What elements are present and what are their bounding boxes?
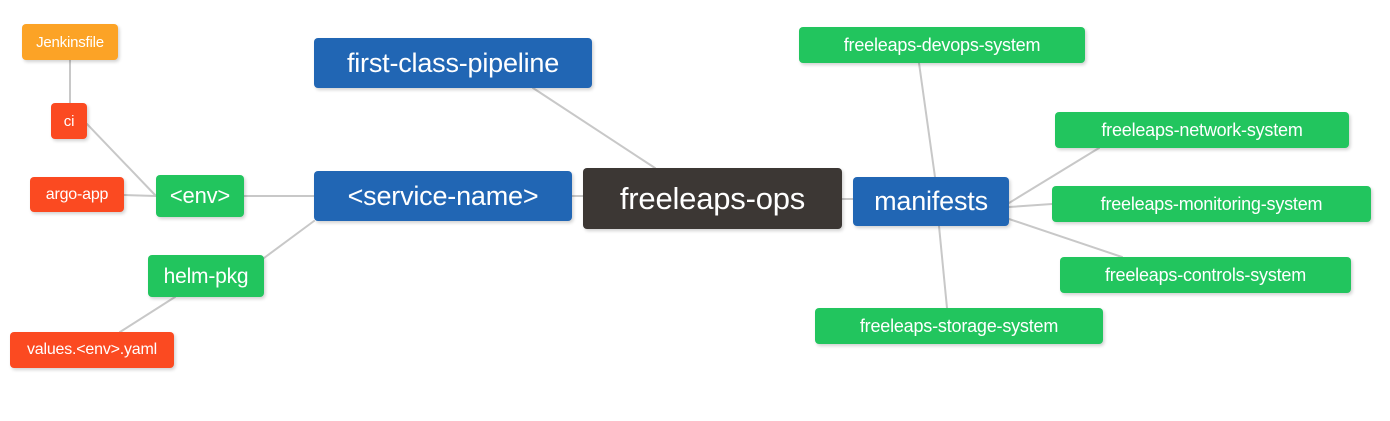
- node-label-devops-system: freeleaps-devops-system: [843, 35, 1041, 55]
- node-label-helm-pkg: helm-pkg: [163, 264, 249, 288]
- node-env[interactable]: <env>: [156, 175, 244, 217]
- node-label-storage-system: freeleaps-storage-system: [859, 316, 1059, 336]
- node-first-class-pipeline[interactable]: first-class-pipeline: [314, 38, 592, 88]
- node-label-values-yaml: values.<env>.yaml: [26, 341, 157, 358]
- edge-argoapp-env: [123, 194, 157, 197]
- node-freeleaps-ops[interactable]: freeleaps-ops: [583, 168, 842, 229]
- node-jenkinsfile[interactable]: Jenkinsfile: [22, 24, 118, 60]
- node-monitoring-system[interactable]: freeleaps-monitoring-system: [1052, 186, 1371, 222]
- edge-helmpkg-valuesyaml: [119, 296, 176, 333]
- edge-manifests-devops: [918, 62, 936, 178]
- node-ci[interactable]: ci: [51, 103, 87, 139]
- node-label-controls-system: freeleaps-controls-system: [1104, 265, 1307, 285]
- edge-manifests-monitoring: [1008, 203, 1053, 208]
- node-label-ci: ci: [63, 112, 75, 130]
- node-label-service-name: <service-name>: [347, 180, 539, 211]
- node-helm-pkg[interactable]: helm-pkg: [148, 255, 264, 297]
- edge-manifests-storage: [938, 225, 948, 309]
- node-service-name[interactable]: <service-name>: [314, 171, 572, 221]
- node-argo-app[interactable]: argo-app: [30, 177, 124, 212]
- node-label-argo-app: argo-app: [45, 185, 109, 203]
- node-label-freeleaps-ops: freeleaps-ops: [619, 181, 806, 216]
- node-values-yaml[interactable]: values.<env>.yaml: [10, 332, 174, 368]
- node-label-manifests: manifests: [874, 186, 988, 216]
- node-storage-system[interactable]: freeleaps-storage-system: [815, 308, 1103, 344]
- edge-pipeline-ops: [532, 87, 656, 169]
- node-label-first-class-pipeline: first-class-pipeline: [346, 47, 560, 78]
- node-label-network-system: freeleaps-network-system: [1101, 120, 1303, 140]
- edge-servicename-helmpkg: [263, 220, 315, 259]
- node-label-env: <env>: [169, 183, 231, 208]
- node-devops-system[interactable]: freeleaps-devops-system: [799, 27, 1085, 63]
- node-network-system[interactable]: freeleaps-network-system: [1055, 112, 1349, 148]
- node-manifests[interactable]: manifests: [853, 177, 1009, 226]
- edge-manifests-controls: [1008, 218, 1123, 258]
- node-label-jenkinsfile: Jenkinsfile: [36, 33, 104, 51]
- node-controls-system[interactable]: freeleaps-controls-system: [1060, 257, 1351, 293]
- node-label-monitoring-system: freeleaps-monitoring-system: [1100, 194, 1323, 214]
